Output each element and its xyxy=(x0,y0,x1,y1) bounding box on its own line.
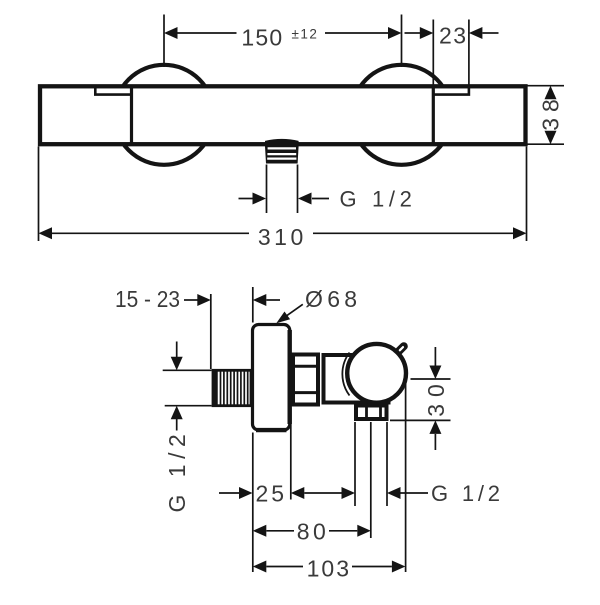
svg-text:38: 38 xyxy=(538,93,564,131)
svg-text:±12: ±12 xyxy=(292,26,319,41)
svg-text:G 1/2: G 1/2 xyxy=(431,481,504,506)
svg-text:30: 30 xyxy=(423,377,449,417)
svg-text:25: 25 xyxy=(256,481,287,507)
svg-text:15 - 23: 15 - 23 xyxy=(115,286,180,312)
svg-text:310: 310 xyxy=(258,224,307,250)
svg-text:103: 103 xyxy=(307,555,351,581)
svg-text:150: 150 xyxy=(241,25,283,51)
svg-text:G 1/2: G 1/2 xyxy=(164,429,190,513)
svg-text:80: 80 xyxy=(297,519,329,545)
svg-text:23: 23 xyxy=(439,23,468,49)
svg-text:G 1/2: G 1/2 xyxy=(340,187,417,212)
svg-text:Ø68: Ø68 xyxy=(305,286,361,312)
